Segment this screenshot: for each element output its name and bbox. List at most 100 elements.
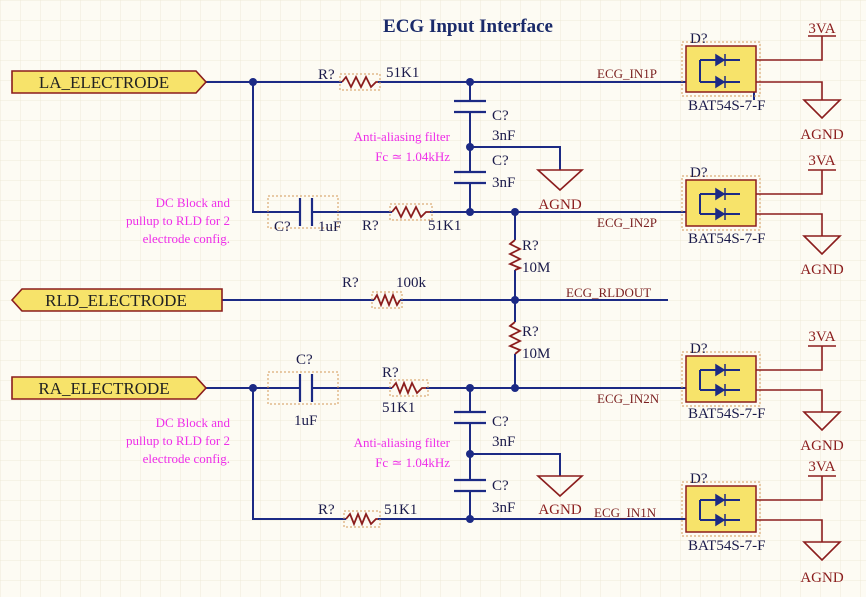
supply-label: 3VA [808,329,835,345]
port-label: RA_ELECTRODE [38,379,169,398]
ground-right-4: AGND [756,519,844,586]
junction-dot [511,296,519,304]
junctions [249,78,519,523]
diode-block-in1p[interactable]: D? BAT54S-7-F [681,31,766,114]
diode-designator: D? [690,341,708,357]
annotation-dc-block-bottom: DC Block and pullup to RLD for 2 electro… [126,415,230,466]
capacitor-value: 1uF [294,413,317,429]
resistor-value: 51K1 [382,400,415,416]
supply-3va-1: 3VA [756,21,836,61]
diode-part-number: BAT54S-7-F [688,231,766,247]
resistor-designator: R? [382,365,399,381]
ground-symbol-top: AGND [535,169,585,213]
ground-right-1: AGND [756,81,844,143]
resistor-rld[interactable]: R? 100k [342,275,427,309]
resistor-designator: R? [362,218,379,234]
supply-label: 3VA [808,21,835,37]
annotation-line: Fc ≃ 1.04kHz [375,455,450,470]
resistor-ra-series[interactable]: R? 51K1 [382,365,429,416]
net-label-ecg-in2n: ECG_IN2N [597,391,660,406]
supply-3va-3: 3VA [756,329,836,371]
port-la-electrode[interactable]: LA_ELECTRODE [11,70,208,94]
annotation-line: electrode config. [143,231,230,246]
annotation-dc-block-top: DC Block and pullup to RLD for 2 electro… [126,195,230,246]
resistor-designator: R? [522,238,539,254]
diode-part-number: BAT54S-7-F [688,98,766,114]
capacitor-value: 3nF [492,500,515,516]
junction-dot [511,384,519,392]
resistor-value: 51K1 [428,218,461,234]
net-label-ecg-rldout: ECG_RLDOUT [566,285,651,300]
diode-designator: D? [690,31,708,47]
capacitor-designator: C? [296,352,313,368]
annotation-line: DC Block and [156,415,231,430]
annotation-aa-filter-bottom: Anti-aliasing filter Fc ≃ 1.04kHz [354,435,451,470]
annotation-line: electrode config. [143,451,230,466]
junction-dot [466,515,474,523]
net-label-ecg-in2p: ECG_IN2P [597,215,657,230]
resistor-value: 51K1 [386,65,419,81]
resistor-la-series[interactable]: R? 51K1 [318,65,419,91]
resistor-value: 51K1 [384,502,417,518]
resistor-ra-pullup[interactable]: R? 51K1 [318,502,417,528]
capacitor-aa-la-1[interactable]: C? 3nF [454,99,515,144]
diode-designator: D? [690,165,708,181]
diode-block-in1n[interactable]: D? BAT54S-7-F [681,471,766,554]
annotation-line: pullup to RLD for 2 [126,433,230,448]
capacitor-dc-block-ra[interactable]: C? 1uF [267,352,339,429]
resistor-designator: R? [318,502,335,518]
schematic-title: ECG Input Interface [383,16,553,37]
resistor-10m-lower[interactable]: R? 10M [507,321,550,362]
junction-dot [466,208,474,216]
resistor-designator: R? [522,324,539,340]
resistor-value: 100k [396,275,427,291]
diode-part-number: BAT54S-7-F [688,406,766,422]
net-label-ecg-in1p: ECG_IN1P [597,66,657,81]
junction-dot [466,450,474,458]
resistor-10m-upper[interactable]: R? 10M [507,238,550,276]
supply-label: 3VA [808,459,835,475]
supply-3va-2: 3VA [756,153,836,195]
junction-dot [249,78,257,86]
annotation-line: Fc ≃ 1.04kHz [375,149,450,164]
capacitor-designator: C? [492,108,509,124]
net-label-ecg-in1n: ECG_IN1N [594,505,657,520]
capacitor-designator: C? [492,153,509,169]
supply-3va-4: 3VA [756,459,836,501]
junction-dot [466,384,474,392]
junction-dot [249,384,257,392]
ground-label: AGND [538,197,581,213]
supply-label: 3VA [808,153,835,169]
ground-right-2: AGND [756,213,844,278]
resistor-designator: R? [342,275,359,291]
capacitor-value: 3nF [492,175,515,191]
capacitor-designator: C? [492,414,509,430]
capacitor-designator: C? [274,219,291,235]
capacitor-aa-la-2[interactable]: C? 3nF [454,153,515,191]
ground-label: AGND [800,262,843,278]
annotation-line: Anti-aliasing filter [354,435,451,450]
resistor-la-pullup[interactable]: R? 51K1 [362,203,461,234]
ground-label: AGND [800,438,843,454]
ground-label: AGND [538,502,581,518]
ground-symbol-bottom: AGND [535,475,585,518]
diode-block-in2n[interactable]: D? BAT54S-7-F [681,341,766,422]
resistor-value: 10M [522,346,550,362]
annotation-line: DC Block and [156,195,231,210]
resistor-value: 10M [522,260,550,276]
ground-right-3: AGND [756,389,844,454]
annotation-line: pullup to RLD for 2 [126,213,230,228]
capacitor-value: 3nF [492,434,515,450]
junction-dot [511,208,519,216]
diode-part-number: BAT54S-7-F [688,538,766,554]
port-rld-electrode[interactable]: RLD_ELECTRODE [10,288,223,312]
capacitor-designator: C? [492,478,509,494]
ground-label: AGND [800,127,843,143]
ground-label: AGND [800,570,843,586]
port-ra-electrode[interactable]: RA_ELECTRODE [11,376,208,400]
capacitor-aa-ra-1[interactable]: C? 3nF [454,410,515,450]
capacitor-dc-block-la[interactable]: C? 1uF [267,195,341,235]
junction-dot [466,78,474,86]
diode-block-in2p[interactable]: D? BAT54S-7-F [681,165,766,247]
capacitor-aa-ra-2[interactable]: C? 3nF [454,478,515,516]
